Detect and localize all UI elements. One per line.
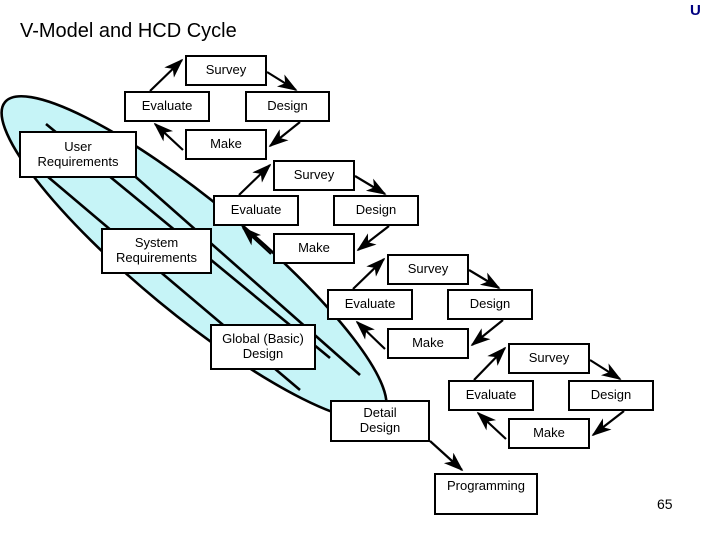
stage-connectors xyxy=(429,440,464,472)
corner-mark-u: U xyxy=(690,2,701,19)
cycle-3-survey-box[interactable]: Survey xyxy=(387,254,469,285)
cycle-1-arrows xyxy=(149,58,301,151)
arrow-design-to-make-4 xyxy=(591,410,625,437)
arrow-make-to-evaluate-4 xyxy=(476,411,507,440)
cycle-1-make-box[interactable]: Make xyxy=(185,129,267,160)
arrow-make-to-evaluate-1 xyxy=(153,122,184,151)
arrow-detail-to-programming xyxy=(429,440,464,472)
page-number: 65 xyxy=(657,496,673,512)
cycle-4-design-box[interactable]: Design xyxy=(568,380,654,411)
arrow-survey-to-design-1 xyxy=(266,71,298,91)
cycle-4-survey-box[interactable]: Survey xyxy=(508,343,590,374)
arrow-evaluate-to-survey-2 xyxy=(238,163,272,196)
stage-box-user-requirements[interactable]: User Requirements xyxy=(19,131,137,178)
cycle-1-design-box[interactable]: Design xyxy=(245,91,330,122)
cycle-4-make-box[interactable]: Make xyxy=(508,418,590,449)
arrow-survey-to-design-3 xyxy=(468,269,501,289)
cycle-3-arrows xyxy=(352,257,504,350)
cycle-3-evaluate-box[interactable]: Evaluate xyxy=(327,289,413,320)
arrow-design-to-make-1 xyxy=(268,121,301,148)
cycle-2-evaluate-box[interactable]: Evaluate xyxy=(213,195,299,226)
arrow-make-to-evaluate-2 xyxy=(241,226,272,255)
arrow-survey-to-design-4 xyxy=(589,359,622,380)
cycle-1-survey-box[interactable]: Survey xyxy=(185,55,267,86)
cycle-2-make-box[interactable]: Make xyxy=(273,233,355,264)
arrow-survey-to-design-2 xyxy=(354,175,387,195)
arrow-evaluate-to-survey-3 xyxy=(352,257,386,290)
cycle-2-survey-box[interactable]: Survey xyxy=(273,160,355,191)
stage-box-global-basic-design[interactable]: Global (Basic) Design xyxy=(210,324,316,370)
cycle-2-arrows xyxy=(238,163,390,255)
cycle-2-design-box[interactable]: Design xyxy=(333,195,419,226)
arrow-make-to-evaluate-3 xyxy=(355,320,386,350)
cycle-4-evaluate-box[interactable]: Evaluate xyxy=(448,380,534,411)
arrow-evaluate-to-survey-1 xyxy=(149,58,184,92)
arrow-evaluate-to-survey-4 xyxy=(473,346,507,381)
page-title: V-Model and HCD Cycle xyxy=(20,20,237,42)
stage-box-programming[interactable]: Programming xyxy=(434,473,538,515)
cycle-4-arrows xyxy=(473,346,625,440)
arrow-design-to-make-2 xyxy=(356,225,390,252)
cycle-3-make-box[interactable]: Make xyxy=(387,328,469,359)
stage-box-detail-design[interactable]: Detail Design xyxy=(330,400,430,442)
cycle-3-design-box[interactable]: Design xyxy=(447,289,533,320)
stage-box-system-requirements[interactable]: System Requirements xyxy=(101,228,212,274)
arrow-design-to-make-3 xyxy=(470,319,504,347)
cycle-1-evaluate-box[interactable]: Evaluate xyxy=(124,91,210,122)
